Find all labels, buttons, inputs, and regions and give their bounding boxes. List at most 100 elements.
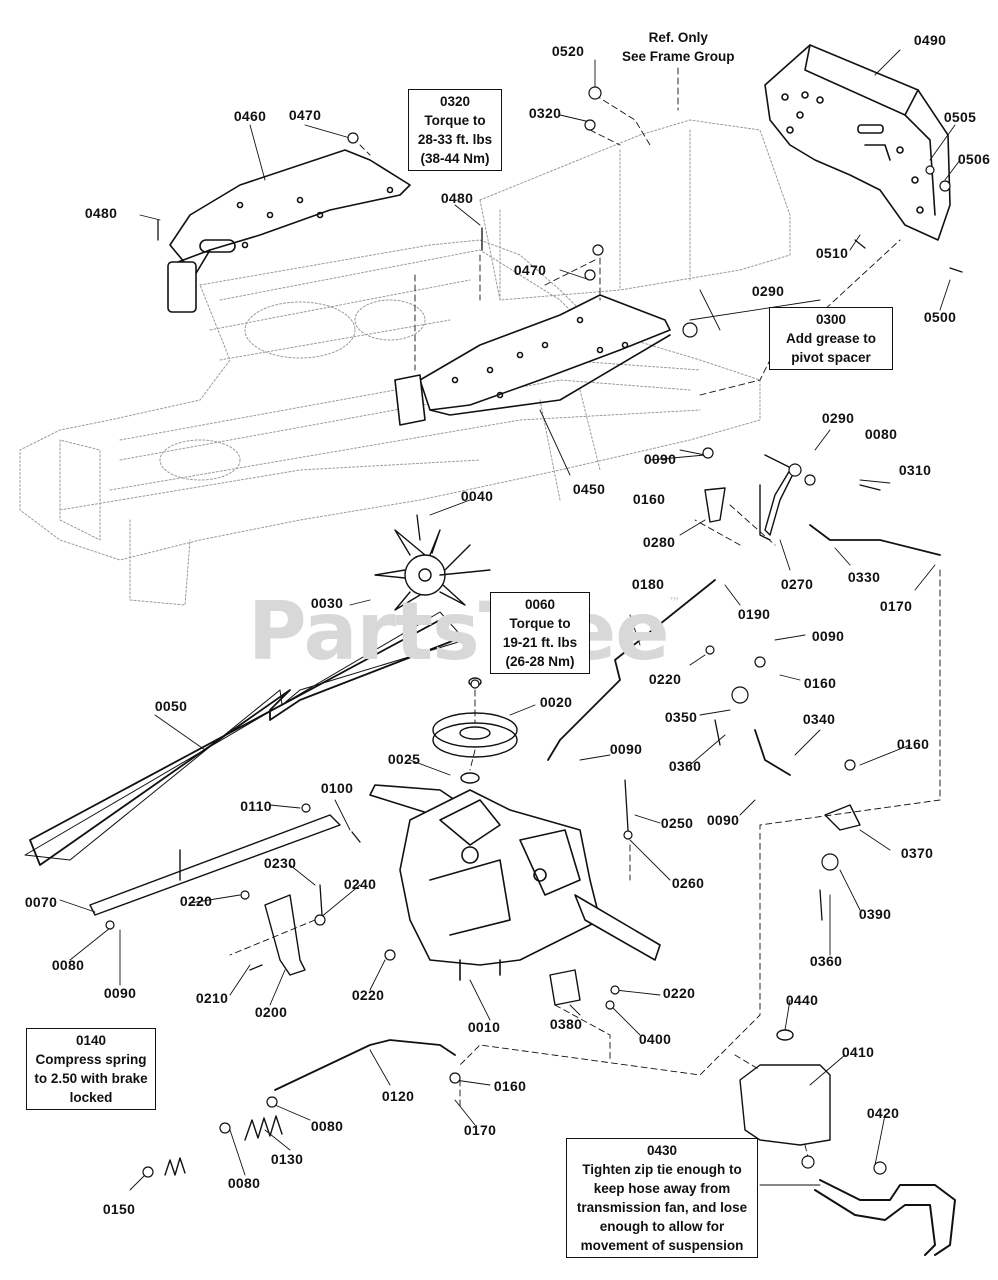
reservoir-0410 [739,1029,831,1146]
bracket-0200 [264,894,306,976]
label-0410: 0410 [841,1044,875,1060]
label-0130: 0130 [270,1151,304,1167]
label-0310: 0310 [898,462,932,478]
plunger-0280 [704,487,726,523]
note-line: Torque to [424,113,486,128]
label-0200: 0200 [254,1004,288,1020]
label-0070: 0070 [24,894,58,910]
note-line: Ref. Only [648,30,708,45]
label-0160: 0160 [803,675,837,691]
dash-lines [229,67,941,1166]
label-0320: 0320 [528,105,562,121]
label-0480: 0480 [84,205,118,221]
note-line: 0430 [646,1143,678,1158]
note-line: (38-44 Nm) [420,151,490,166]
label-0220: 0220 [662,985,696,1001]
label-0290: 0290 [821,410,855,426]
label-0170: 0170 [463,1122,497,1138]
note-0430: 0430 Tighten zip tie enough to keep hose… [566,1138,758,1258]
label-0090: 0090 [103,985,137,1001]
pulley-0020 [432,677,518,784]
label-0250: 0250 [660,815,694,831]
rod-0120 [274,1039,456,1091]
note-line: transmission fan, and lose [576,1200,748,1215]
note-line: 0140 [75,1033,107,1048]
label-0350: 0350 [664,709,698,725]
note-line: keep hose away from [593,1181,731,1196]
label-0100: 0100 [320,780,354,796]
label-0520: 0520 [551,43,585,59]
label-0505: 0505 [943,109,977,125]
label-0080: 0080 [51,957,85,973]
label-0290: 0290 [751,283,785,299]
label-0020: 0020 [539,694,573,710]
label-0180: 0180 [631,576,665,592]
note-line: locked [69,1090,113,1105]
note-line: 28-33 ft. lbs [417,132,493,147]
watermark: PartsTree™ [248,585,681,678]
note-line: See Frame Group [622,49,735,64]
note-line: Torque to [509,616,571,631]
note-line: Compress spring [35,1052,147,1067]
panel-0450 [394,294,671,426]
note-line: (26-28 Nm) [505,654,575,669]
note-line: pivot spacer [791,350,871,365]
label-0110: 0110 [240,798,272,814]
label-0260: 0260 [671,875,705,891]
label-0400: 0400 [638,1031,672,1047]
note-line: 0320 [439,94,471,109]
trademark-mark: ™ [668,595,681,609]
label-0220: 0220 [179,893,213,909]
label-0390: 0390 [858,906,892,922]
label-0470: 0470 [288,107,322,123]
belt-0050 [24,611,466,866]
note-0320: 0320 Torque to 28-33 ft. lbs (38-44 Nm) [408,89,502,171]
label-0380: 0380 [549,1016,583,1032]
note-line: 19-21 ft. lbs [502,635,578,650]
note-line: movement of suspension [580,1238,744,1253]
transmission-0010 [369,784,661,981]
label-0050: 0050 [154,698,188,714]
label-0160: 0160 [632,491,666,507]
label-0370: 0370 [900,845,934,861]
label-0360: 0360 [809,953,843,969]
label-0160: 0160 [493,1078,527,1094]
label-0080: 0080 [310,1118,344,1134]
label-0210: 0210 [195,990,229,1006]
label-0270: 0270 [780,576,814,592]
frame-ghost [19,119,791,606]
label-0480: 0480 [440,190,474,206]
label-0080: 0080 [864,426,898,442]
bracket-0380 [549,969,581,1006]
label-0490: 0490 [913,32,947,48]
rod-0070 [89,814,341,916]
label-0360: 0360 [668,758,702,774]
label-0470: 0470 [513,262,547,278]
label-0090: 0090 [811,628,845,644]
label-0170: 0170 [879,598,913,614]
note-line: enough to allow for [599,1219,725,1234]
label-0230: 0230 [263,855,297,871]
spring-0130 [164,1115,283,1176]
label-0220: 0220 [351,987,385,1003]
label-0090: 0090 [643,451,677,467]
note-0060: 0060 Torque to 19-21 ft. lbs (26-28 Nm) [490,592,590,674]
note-line: 0060 [524,597,556,612]
label-0080: 0080 [227,1175,261,1191]
label-0240: 0240 [343,876,377,892]
label-0510: 0510 [815,245,849,261]
leader-lines [59,49,961,1191]
label-0340: 0340 [802,711,836,727]
label-0025: 0025 [387,751,421,767]
label-0010: 0010 [467,1019,501,1035]
label-0500: 0500 [923,309,957,325]
label-0220: 0220 [648,671,682,687]
note-line: Add grease to [785,331,877,346]
note-0140: 0140 Compress spring to 2.50 with brake … [26,1028,156,1110]
note-line: 0300 [815,312,847,327]
bracket-0370 [824,804,861,831]
rod-0180 [547,579,716,761]
watermark-text: PartsTree [248,585,670,678]
